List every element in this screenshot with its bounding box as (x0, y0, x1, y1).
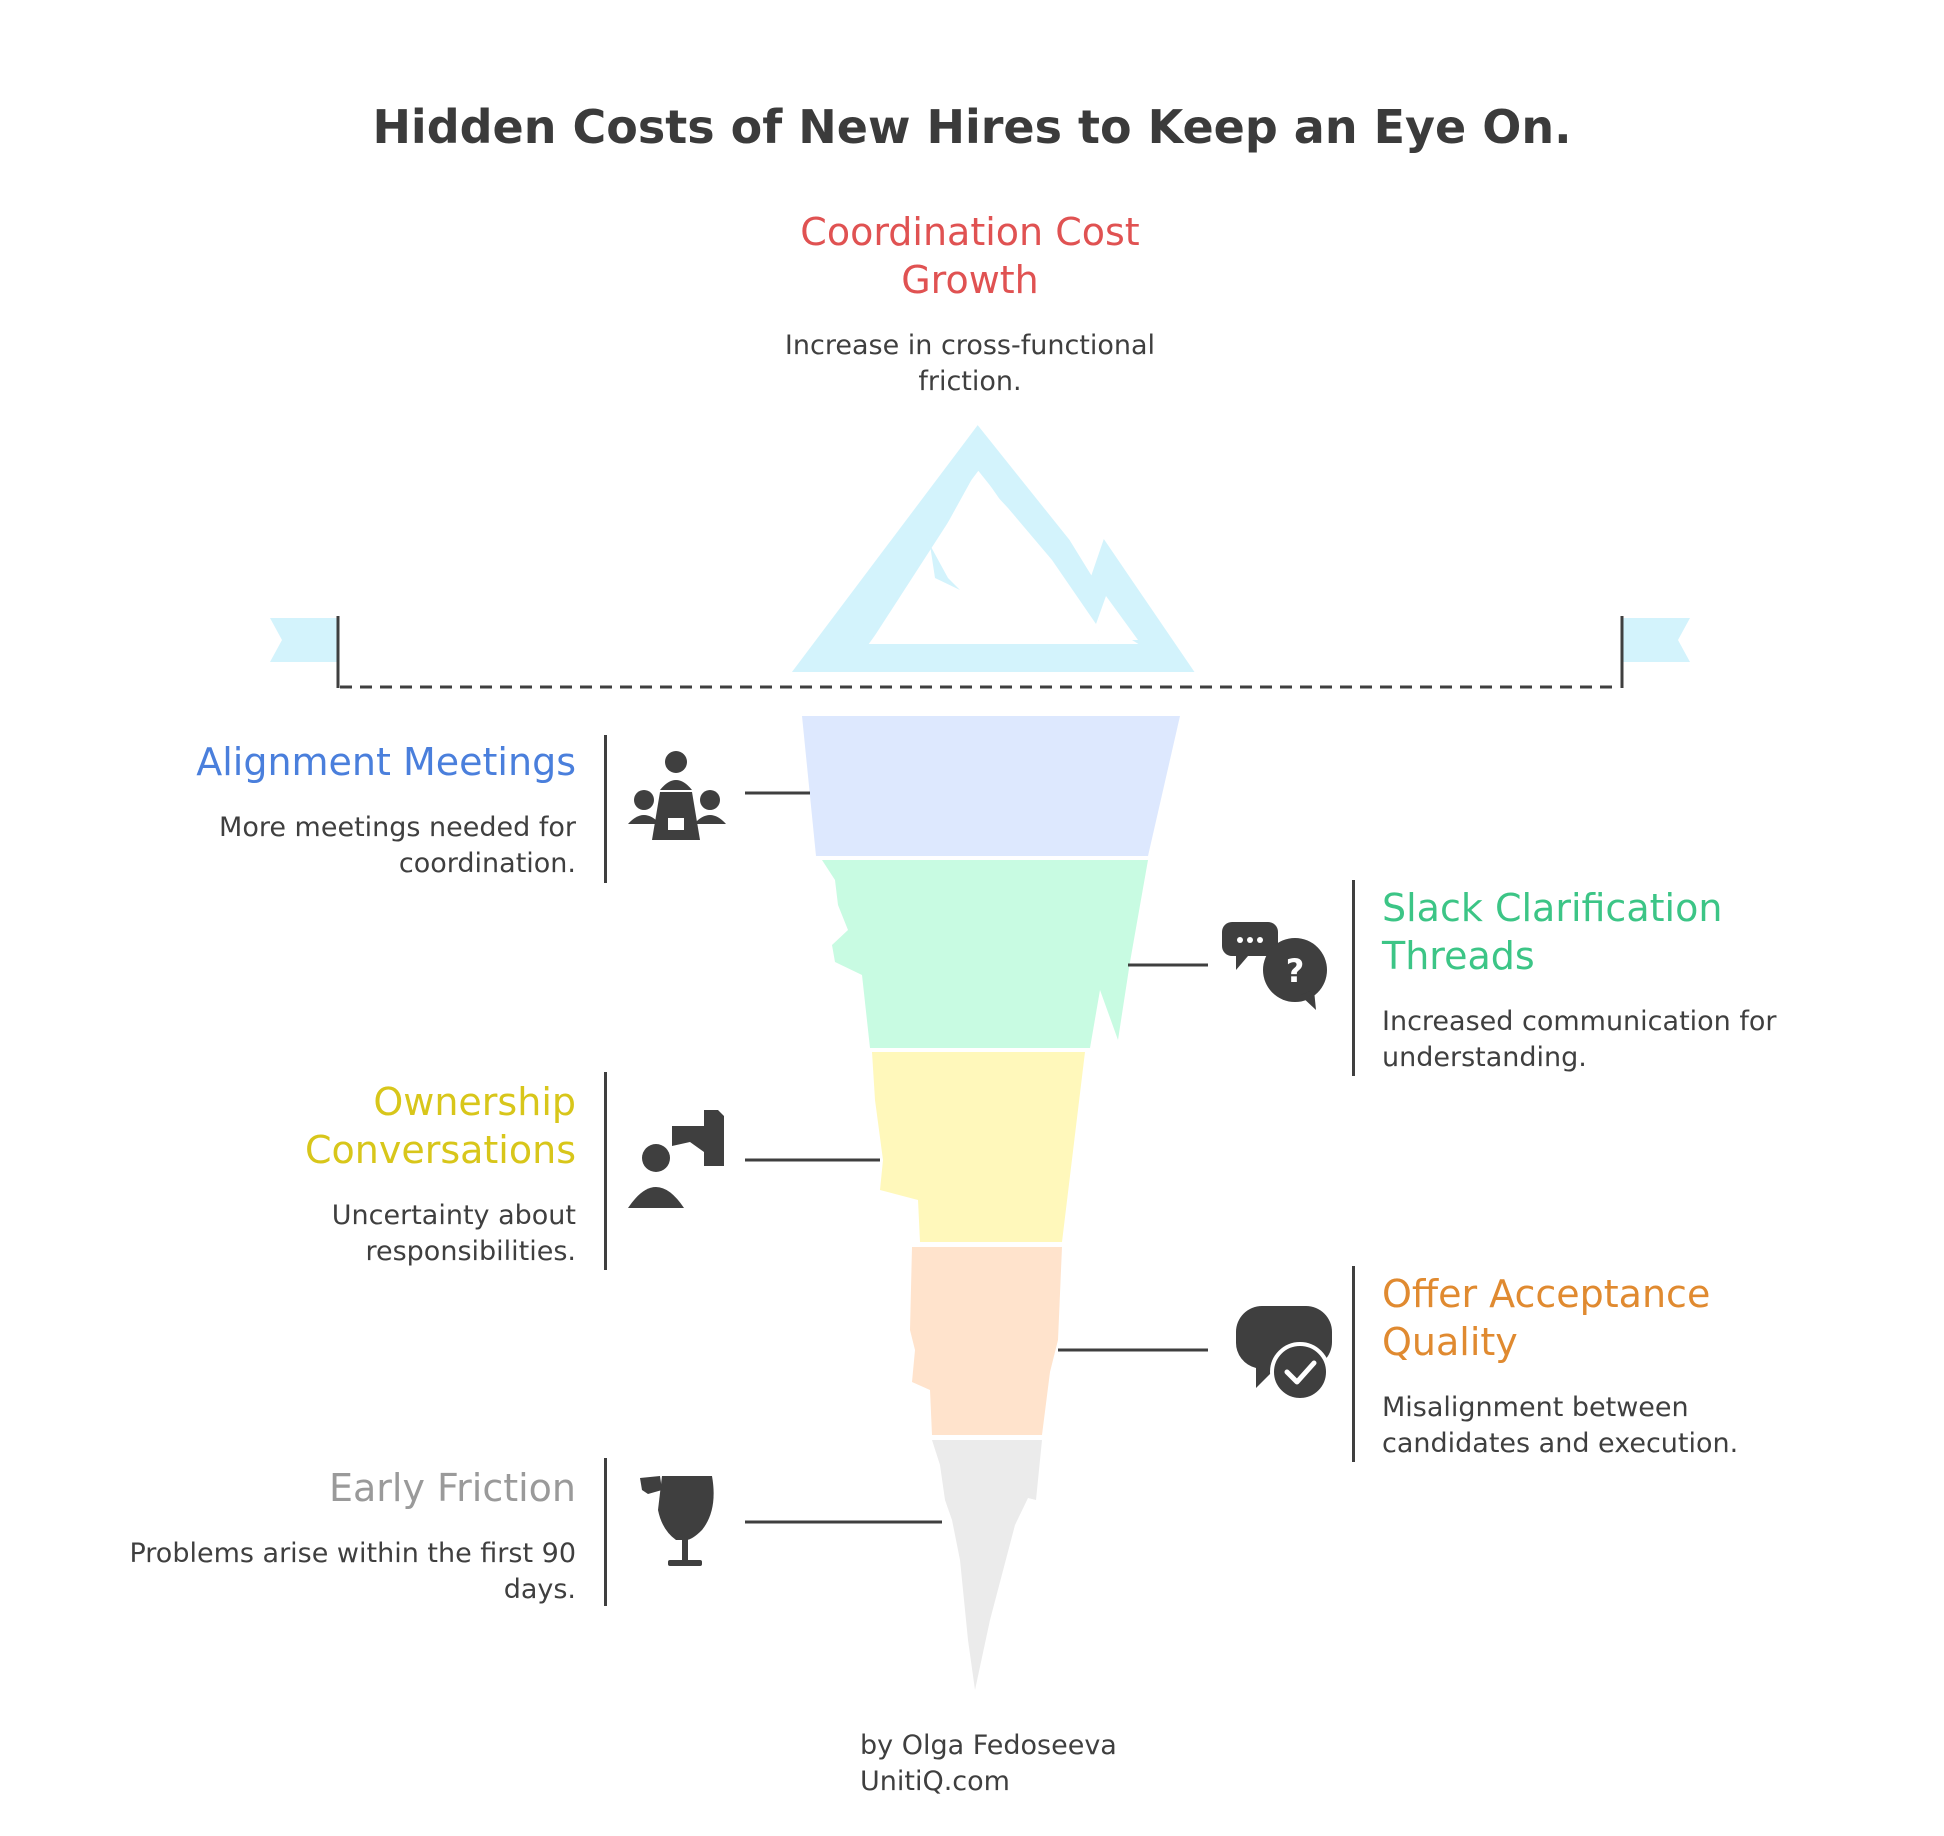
bar-alignment (604, 735, 607, 883)
iceberg-tip-inner (872, 476, 1138, 640)
slack-heading: Slack Clarification Threads (1382, 886, 1723, 978)
offer-heading: Offer Acceptance Quality (1382, 1272, 1711, 1364)
band-offer (910, 1247, 1062, 1435)
top-heading: Coordination Cost Growth (800, 210, 1140, 302)
slack-description: Increased communication for understandin… (1382, 1006, 1777, 1073)
bar-offer (1352, 1266, 1355, 1462)
iceberg-tip-outline (791, 425, 1195, 672)
credit-site[interactable]: UnitiQ.com (860, 1766, 1010, 1797)
ownership-description: Uncertainty about responsibilities. (331, 1200, 576, 1267)
band-early (932, 1440, 1042, 1690)
svg-text:?: ? (1286, 952, 1305, 990)
band-alignment (802, 716, 1180, 856)
person-handoff-icon (628, 1110, 724, 1208)
band-slack (822, 860, 1148, 1048)
flag-left-icon (270, 618, 338, 662)
ownership-heading: Ownership Conversations (304, 1080, 576, 1172)
chat-question-icon: ? (1222, 922, 1327, 1010)
iceberg-tip-notch (930, 545, 960, 590)
top-description: Increase in cross-functional friction. (784, 330, 1156, 397)
chat-check-icon (1235, 1306, 1332, 1402)
band-ownership (872, 1052, 1085, 1242)
bar-slack (1352, 880, 1355, 1076)
alignment-heading: Alignment Meetings (196, 740, 576, 784)
offer-description: Misalignment between candidates and exec… (1382, 1392, 1739, 1459)
flag-right-icon (1622, 618, 1690, 662)
page-title: Hidden Costs of New Hires to Keep an Eye… (372, 100, 1572, 154)
early-heading: Early Friction (329, 1466, 576, 1510)
broken-glass-icon (640, 1476, 714, 1566)
bar-ownership (604, 1072, 607, 1270)
alignment-description: More meetings needed for coordination. (219, 812, 576, 879)
early-description: Problems arise within the first 90 days. (129, 1538, 576, 1605)
credit: by Olga Fedoseeva UnitiQ.com (860, 1728, 1117, 1800)
credit-author: by Olga Fedoseeva (860, 1730, 1117, 1761)
bar-early (604, 1458, 607, 1606)
meeting-table-icon (628, 751, 726, 840)
